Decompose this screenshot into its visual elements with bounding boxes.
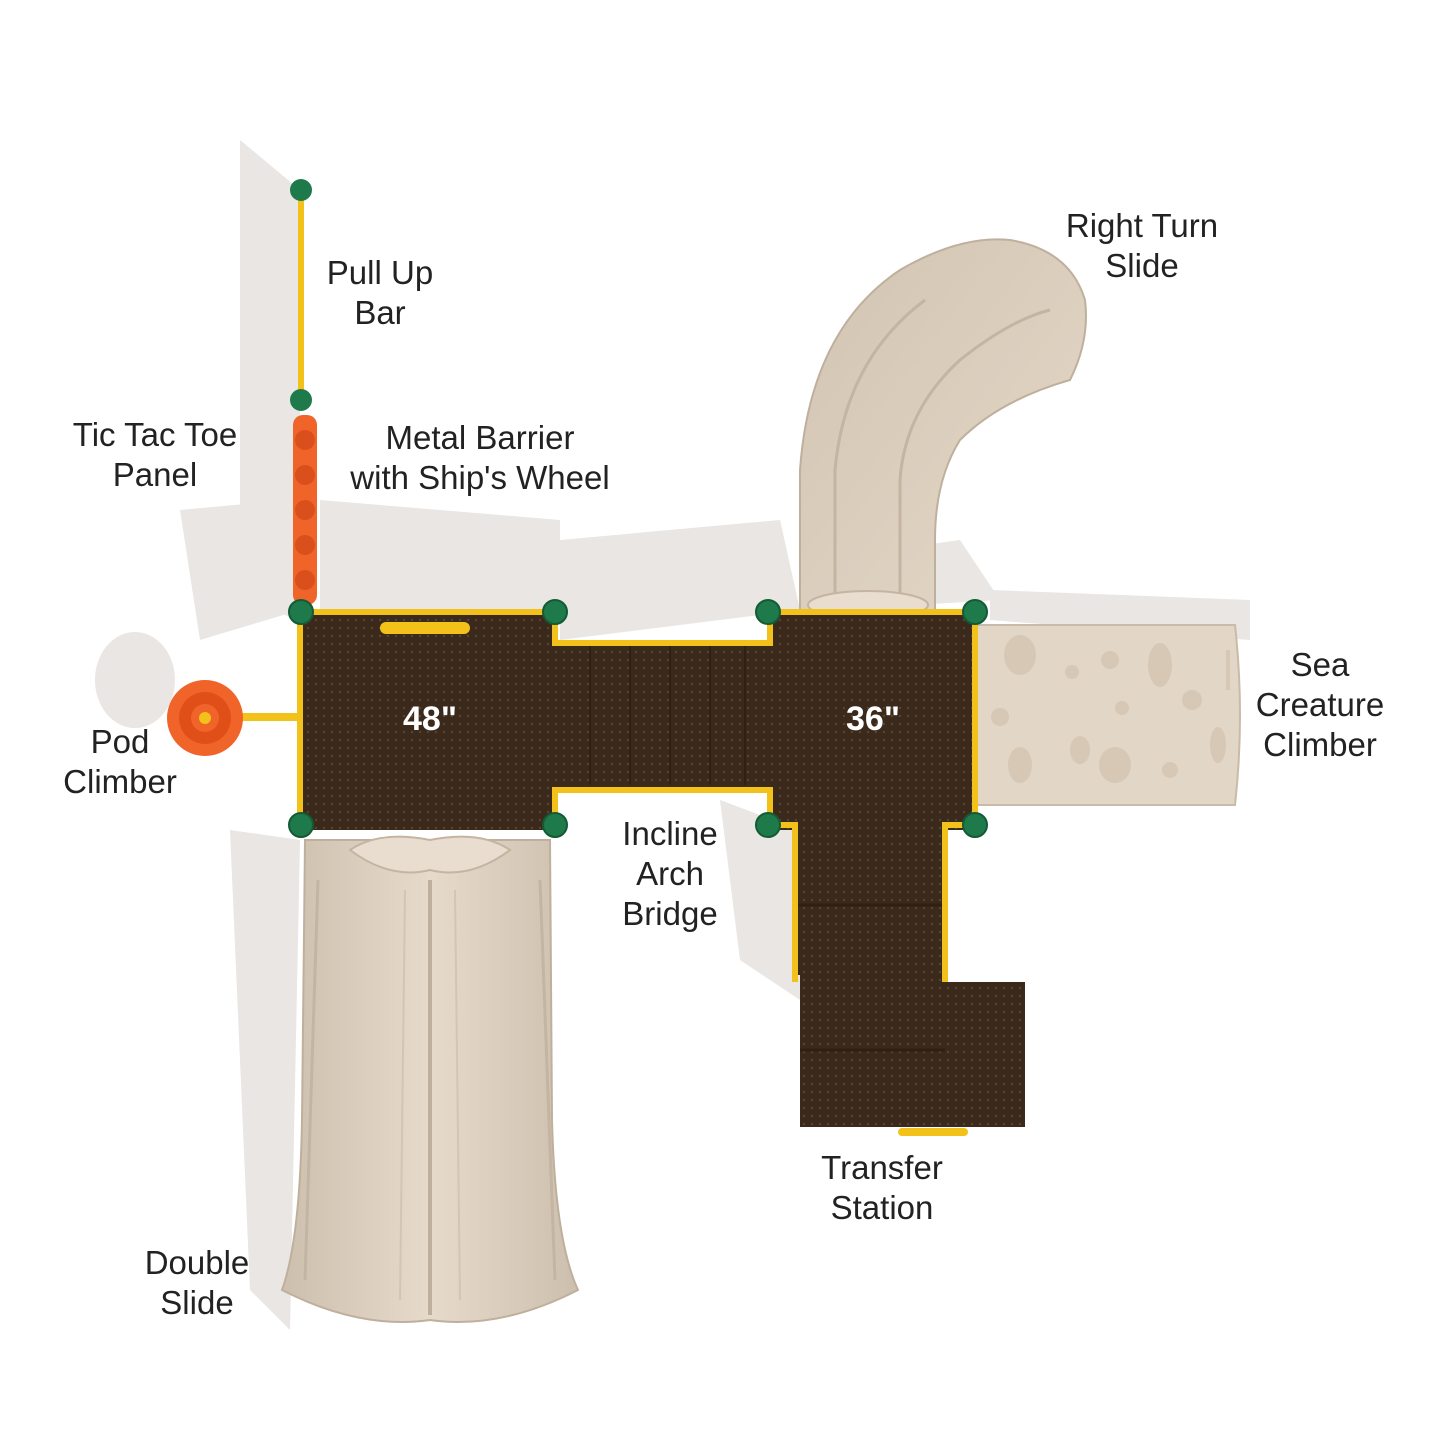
label-incline-arch-bridge: Incline Arch Bridge <box>595 814 745 934</box>
deck-height-48: 48" <box>403 700 457 738</box>
deck-height-36: 36" <box>846 700 900 738</box>
sea-creature-climber <box>974 624 1241 806</box>
double-slide <box>280 835 580 1323</box>
label-line: Right Turn <box>1065 207 1219 244</box>
label-line: Slide <box>160 1284 234 1321</box>
label-line: Creature <box>1255 686 1385 723</box>
label-line: with Ship's Wheel <box>350 459 610 496</box>
label-transfer-station: Transfer Station <box>797 1148 967 1228</box>
transfer-station <box>795 825 1025 1136</box>
label-line: Bar <box>354 294 406 331</box>
label-line: Slide <box>1105 247 1179 284</box>
incline-arch-bridge <box>555 640 770 790</box>
label-line: Climber <box>1263 726 1377 763</box>
label-line: Sea <box>1290 646 1350 683</box>
label-line: Metal Barrier <box>385 419 575 456</box>
label-line: Arch <box>636 855 704 892</box>
label-line: Station <box>830 1189 934 1226</box>
label-right-turn-slide: Right Turn Slide <box>1042 206 1242 286</box>
label-tic-tac-toe-panel: Tic Tac Toe Panel <box>50 415 260 495</box>
shadows <box>95 140 1250 1330</box>
label-line: Incline <box>622 815 718 852</box>
label-line: Climber <box>63 763 177 800</box>
label-line: Double <box>144 1244 250 1281</box>
label-line: Tic Tac Toe <box>72 416 238 453</box>
label-line: Panel <box>112 456 198 493</box>
label-line: Transfer <box>821 1149 943 1186</box>
label-double-slide: Double Slide <box>122 1243 272 1323</box>
label-line: Bridge <box>622 895 718 932</box>
pull-up-bar <box>290 179 312 411</box>
deck-48 <box>300 612 555 830</box>
label-line: Pull Up <box>326 254 434 291</box>
label-sea-creature-climber: Sea Creature Climber <box>1245 645 1395 765</box>
label-pod-climber: Pod Climber <box>45 722 195 802</box>
label-pull-up-bar: Pull Up Bar <box>305 253 455 333</box>
label-metal-barrier: Metal Barrier with Ship's Wheel <box>330 418 630 498</box>
right-turn-slide <box>799 238 1087 620</box>
deck-36 <box>770 612 975 830</box>
tic-tac-toe-panel <box>293 415 317 605</box>
yellow-rails <box>297 609 978 982</box>
post-caps <box>288 599 988 838</box>
pod-climber <box>167 680 300 756</box>
label-line: Pod <box>90 723 150 760</box>
